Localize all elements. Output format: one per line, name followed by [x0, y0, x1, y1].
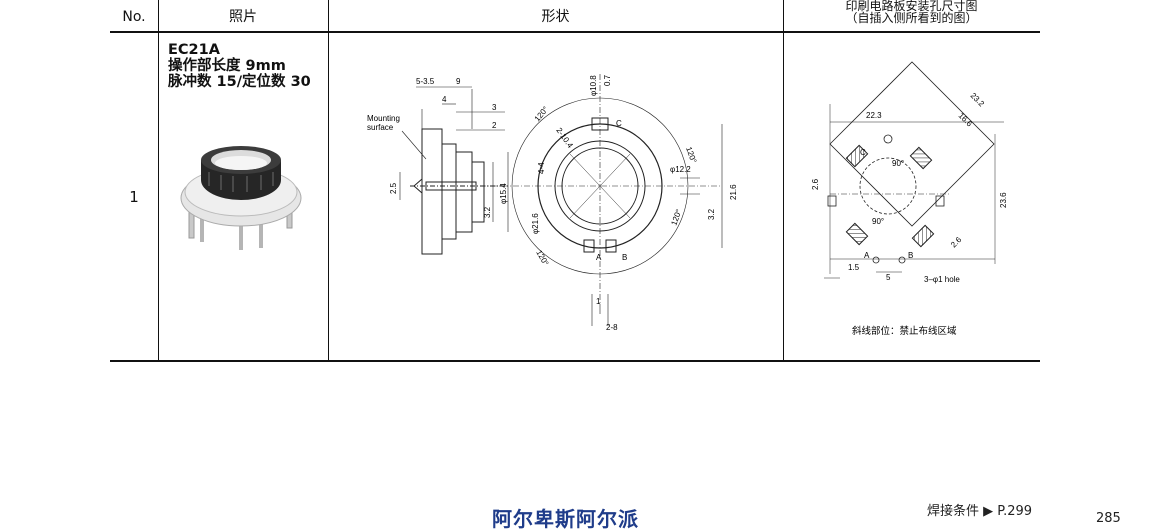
spec-length: 操作部长度 9mm [168, 58, 286, 74]
dim-23-2: 23.2 [969, 91, 987, 109]
table-bottom-rule [110, 360, 1040, 362]
dim-5: 5 [886, 273, 891, 282]
keep-out-note: 斜线部位：禁止布线区域 [852, 325, 957, 337]
angle-120-a: 120° [533, 105, 551, 123]
spec-pulse: 脉冲数 15/定位数 30 [168, 74, 311, 90]
front-pin-a: A [596, 253, 602, 262]
row-number: 1 [129, 188, 139, 206]
model-name: EC21A [168, 42, 220, 58]
header-pcb-line2: （自插入侧所看到的图） [845, 11, 978, 25]
pcb-pin-c: C [860, 148, 866, 157]
header-no: No. [122, 8, 146, 25]
column-divider [158, 0, 159, 362]
pcb-hole-pattern: 22.3 23.2 16.6 C 90° 90° 2.6 2.6 23.6 A … [811, 61, 1008, 337]
angle-120-c: 120° [669, 208, 683, 227]
column-divider [328, 0, 329, 362]
dim-1-5: 1.5 [848, 263, 860, 272]
dim-2-10-4: 2-10.4 [554, 126, 575, 150]
angle-120-b: 120° [684, 146, 698, 165]
pcb-pin-b: B [908, 251, 913, 260]
dim-23-6: 23.6 [999, 192, 1008, 208]
header-shape: 形状 [541, 8, 570, 25]
front-pin-c: C [616, 119, 622, 128]
front-pin-b: B [622, 253, 627, 262]
dim-3: 3 [492, 103, 497, 112]
header-pcb: 印刷电路板安装孔尺寸图 （自插入侧所看到的图） [783, 0, 1040, 30]
product-info: EC21A 操作部长度 9mm 脉冲数 15/定位数 30 [168, 42, 311, 90]
pcb-pin-a: A [864, 251, 870, 260]
product-table: No. 照片 形状 印刷电路板安装孔尺寸图 （自插入侧所看到的图） 1 EC21… [110, 0, 1040, 362]
dim-21-6-vertical: 21.6 [729, 184, 738, 200]
phi21-6: φ21.6 [531, 213, 540, 234]
side-view [399, 86, 510, 255]
dim-phi15-4: φ15.4 [499, 183, 508, 204]
dim-2-5: 2.5 [389, 182, 398, 194]
dim-3-2-front: 3.2 [707, 208, 716, 220]
dim-22-3: 22.3 [866, 111, 882, 120]
dim-4: 4 [442, 95, 447, 104]
dim-1: 1 [596, 297, 601, 306]
product-photo [180, 146, 302, 250]
angle-120-d: 120° [534, 249, 550, 268]
phi10-8: φ10.8 [589, 75, 598, 96]
mounting-label: Mounting [367, 114, 400, 123]
soldering-reference-link[interactable]: 焊接条件 ▶ P.299 [927, 504, 1033, 519]
dim-9: 9 [456, 77, 461, 86]
dim-2-6-left: 2.6 [811, 178, 820, 190]
front-view [480, 74, 723, 326]
dim-5-3-5: 5-3.5 [416, 77, 435, 86]
hole-label: 3–φ1 hole [924, 275, 960, 284]
angle-90-a: 90° [892, 159, 904, 168]
header-photo: 照片 [229, 8, 257, 25]
phi12-2: φ12.2 [670, 165, 691, 174]
page-number: 285 [1096, 511, 1121, 526]
dim-4-4: 4-4 [537, 162, 546, 174]
dim-2: 2 [492, 121, 497, 130]
dim-3-2-side: 3.2 [483, 206, 492, 218]
dim-2-8: 2-8 [606, 323, 618, 332]
dim-0-7: 0.7 [603, 74, 612, 86]
surface-label: surface [367, 123, 394, 132]
shape-drawing: 5-3.5 9 4 3 2 Mounting surface 2.5 3.2 φ… [367, 74, 738, 332]
dim-16-6: 16.6 [957, 111, 975, 129]
header-pcb-line1: 印刷电路板安装孔尺寸图 [845, 0, 978, 13]
angle-90-b: 90° [872, 217, 884, 226]
column-divider [783, 0, 784, 362]
dim-2-6-right: 2.6 [949, 235, 964, 250]
brand-name: 阿尔卑斯阿尔派 [492, 507, 639, 531]
header-bottom-rule [110, 31, 1040, 33]
